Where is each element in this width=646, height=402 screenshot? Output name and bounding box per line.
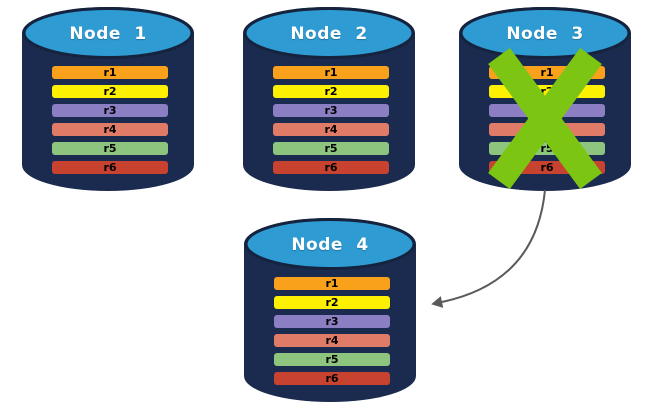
record-label: r2 <box>325 296 339 309</box>
record-label: r6 <box>103 161 117 174</box>
record-bar: r2 <box>52 85 168 98</box>
record-label: r1 <box>540 66 554 79</box>
record-label: r5 <box>325 353 339 366</box>
record-label: r2 <box>324 85 338 98</box>
record-bar: r1 <box>52 66 168 79</box>
failure-cross-icon <box>488 47 602 190</box>
record-bar: r6 <box>52 161 168 174</box>
node-label: Node 3 <box>506 24 584 44</box>
record-label: r6 <box>540 161 554 174</box>
record-bar: r3 <box>52 104 168 117</box>
record-label: r6 <box>325 372 339 385</box>
record-label: r3 <box>103 104 117 117</box>
record-bar: r5 <box>274 353 390 366</box>
node-label: Node 4 <box>291 235 369 255</box>
record-bar: r5 <box>52 142 168 155</box>
record-label: r1 <box>324 66 338 79</box>
record-bar: r2 <box>273 85 389 98</box>
record-label: r6 <box>324 161 338 174</box>
record-bar: r4 <box>52 123 168 136</box>
node-4: Node 4 r1 r2 r3 r4 r5 r6 <box>242 216 418 402</box>
record-list: r1 r2 r3 r4 r5 r6 <box>274 277 390 385</box>
record-label: r5 <box>324 142 338 155</box>
record-label: r4 <box>103 123 117 136</box>
record-bar: r4 <box>274 334 390 347</box>
record-bar: r4 <box>273 123 389 136</box>
node-label: Node 2 <box>290 24 368 44</box>
record-bar: r1 <box>274 277 390 290</box>
record-list: r1 r2 r3 r4 r5 r6 <box>273 66 389 174</box>
record-list: r1 r2 r3 r4 r5 r6 <box>52 66 168 174</box>
record-label: r3 <box>325 315 339 328</box>
record-label: r1 <box>325 277 339 290</box>
record-bar: r5 <box>273 142 389 155</box>
node-1: Node 1 r1 r2 r3 r4 r5 r6 <box>20 5 196 191</box>
record-label: r1 <box>103 66 117 79</box>
record-label: r5 <box>103 142 117 155</box>
record-label: r2 <box>103 85 117 98</box>
record-label: r3 <box>324 104 338 117</box>
record-bar: r1 <box>273 66 389 79</box>
record-bar: r3 <box>274 315 390 328</box>
node-label: Node 1 <box>69 24 147 44</box>
node-2: Node 2 r1 r2 r3 r4 r5 r6 <box>241 5 417 191</box>
record-bar: r6 <box>274 372 390 385</box>
record-label: r4 <box>325 334 339 347</box>
record-bar: r6 <box>273 161 389 174</box>
record-bar: r3 <box>273 104 389 117</box>
record-bar: r2 <box>274 296 390 309</box>
record-label: r4 <box>324 123 338 136</box>
